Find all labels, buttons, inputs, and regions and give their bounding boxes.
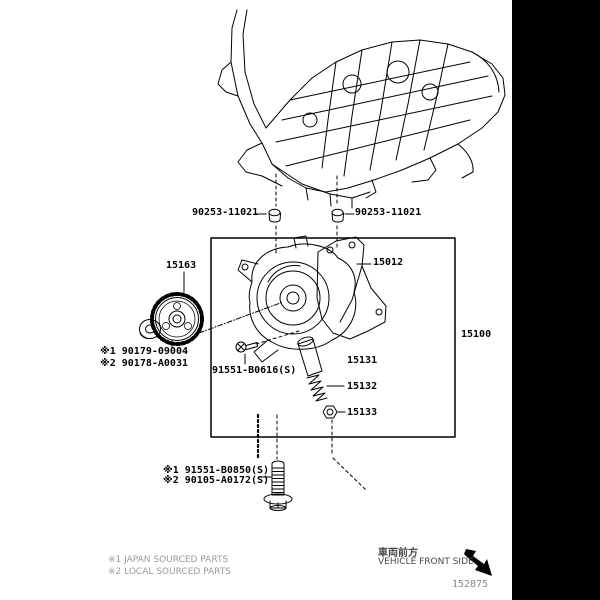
part-label-91551-b0850: ※1 91551-B0850(S) [163, 465, 270, 476]
figure-number: 152875 [452, 579, 489, 590]
washer-drawing [139, 319, 161, 339]
vehicle-front-label-en: VEHICLE FRONT SIDE [378, 557, 474, 567]
plug-drawing [322, 405, 338, 419]
pump-cover-drawing [293, 235, 387, 340]
part-label-90253-left: 90253-11021 [192, 207, 259, 218]
part-label-15100: 15100 [461, 329, 492, 340]
part-label-90179: ※1 90179-09004 [100, 346, 188, 357]
part-label-90178: ※2 90178-A0031 [100, 358, 188, 369]
part-label-15163: 15163 [166, 260, 197, 271]
part-label-90105: ※2 90105-A0172(S) [163, 475, 270, 486]
part-label-15132: 15132 [347, 381, 378, 392]
sprocket-drawing [150, 292, 204, 346]
sprocket-axis-dashdot [198, 301, 284, 334]
assembly-box-15100 [210, 237, 456, 438]
label-leader-lines [171, 213, 372, 478]
part-label-90253-right: 90253-11021 [355, 207, 422, 218]
part-label-15133: 15133 [347, 407, 378, 418]
right-black-band [512, 0, 600, 600]
footnote-local-sourced: ※2 LOCAL SOURCED PARTS [108, 567, 231, 577]
part-label-15012: 15012 [373, 257, 404, 268]
engine-illustration [217, 9, 506, 209]
spring-drawing [306, 374, 328, 402]
pump-body-drawing [237, 243, 357, 363]
leader-dashed-lines [255, 173, 367, 491]
front-direction-arrow-icon [464, 549, 492, 576]
vehicle-front-label-jp: 車両前方 [378, 548, 418, 559]
stud-icon-right [331, 208, 345, 223]
part-label-15131: 15131 [347, 355, 378, 366]
stud-icon-left [268, 208, 282, 223]
footnote-japan-sourced: ※1 JAPAN SOURCED PARTS [108, 555, 229, 565]
mount-bolt-drawing [263, 460, 293, 511]
relief-valve-drawing [297, 336, 323, 377]
part-label-91551-b0616: 91551-B0616(S) [212, 365, 297, 376]
small-bolt-drawing [235, 341, 258, 353]
